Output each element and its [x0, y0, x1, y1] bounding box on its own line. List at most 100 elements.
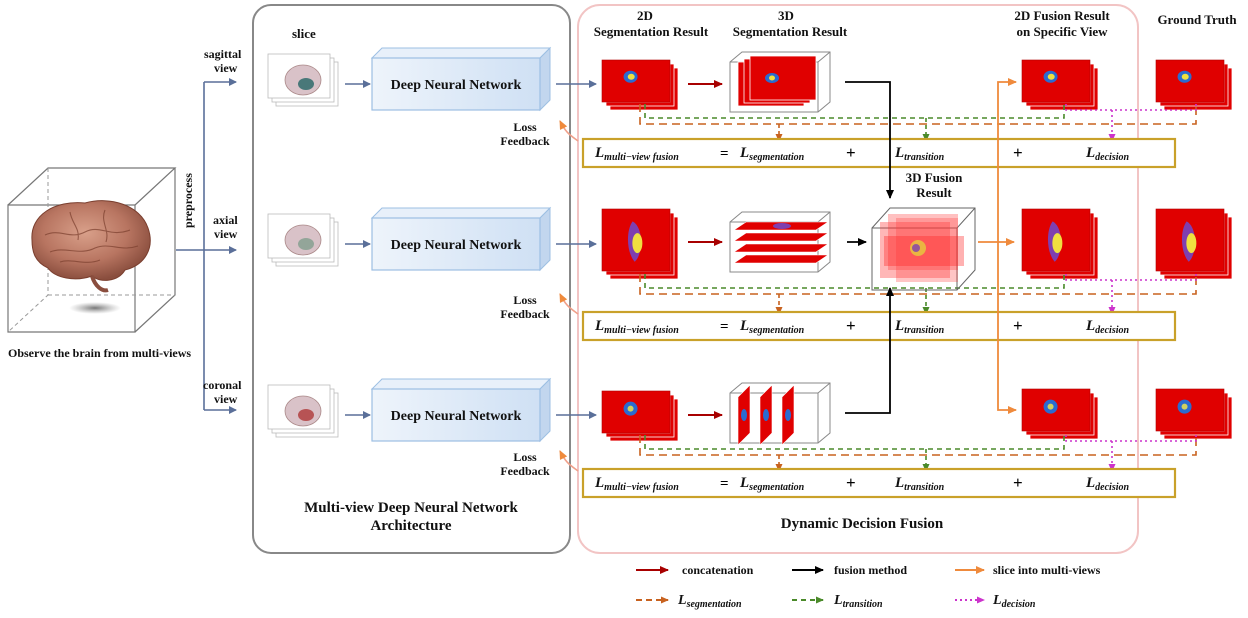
brain-shadow: [69, 302, 121, 314]
legend-fusion: fusion method: [834, 563, 907, 577]
brain-caption: Observe the brain from multi-views: [8, 346, 191, 360]
slice-thumbnail-axial: [267, 213, 339, 267]
loss-equation-sagittal: Lmulti−view fusion = Lsegmentation + Ltransi…: [581, 137, 1177, 169]
view-label-coronal-2: view: [214, 392, 238, 406]
eq-equals-coronal: =: [720, 476, 729, 492]
fusion2d-stack-axial: [1021, 208, 1099, 280]
loss-feedback-arrow-axial: [559, 293, 579, 315]
loss-lines-coronal: [639, 435, 1197, 472]
slice-thumbnail-coronal: [267, 384, 339, 438]
view-label-coronal: coronal: [203, 378, 242, 392]
legend-slice: slice into multi-views: [993, 563, 1101, 577]
eq-plus1-coronal: +: [846, 473, 856, 492]
architecture-panel: [252, 4, 571, 554]
ground-truth-stack-sagittal: [1155, 59, 1233, 111]
fusion3d-label-1: 3D Fusion: [906, 170, 963, 185]
eq-seg-sagittal: Lsegmentation: [739, 145, 805, 163]
loss-feedback-label-sagittal: Loss: [513, 120, 537, 134]
view-label-axial-2: view: [214, 227, 238, 241]
eq-plus2-axial: +: [1013, 316, 1023, 335]
loss-equation-box-sagittal: [581, 137, 1177, 169]
fusion2d-stack-sagittal: [1021, 59, 1099, 111]
architecture-title-2: Architecture: [370, 518, 451, 534]
hdr-fusion-2: on Specific View: [1017, 24, 1109, 39]
slice-arrows: [978, 78, 1017, 414]
eq-plus1-sagittal: +: [846, 143, 856, 162]
pipeline-rows: Deep Neural NetworkLossFeedbackLmulti−vi…: [267, 46, 1233, 499]
seg2d-stack-axial: [601, 208, 679, 280]
loss-equation-box-coronal: [581, 467, 1177, 499]
view-label-sagittal-2: view: [214, 61, 238, 75]
preprocess-branch: [176, 78, 237, 414]
ground-truth-stack-coronal: [1155, 388, 1233, 440]
eq-plus1-axial: +: [846, 316, 856, 335]
legend: concatenation fusion method slice into m…: [636, 563, 1101, 610]
brain-cube: [7, 167, 177, 333]
eq-lhs-coronal: Lmulti−view fusion: [594, 475, 679, 493]
eq-lhs-sagittal: Lmulti−view fusion: [594, 145, 679, 163]
fusion3d-label-2: Result: [916, 185, 952, 200]
loss-feedback-label2-coronal: Feedback: [500, 464, 550, 478]
eq-equals-sagittal: =: [720, 146, 729, 162]
loss-equation-coronal: Lmulti−view fusion = Lsegmentation + Ltransi…: [581, 467, 1177, 499]
ground-truth-stack-axial: [1155, 208, 1233, 280]
fusion-panel: [577, 4, 1139, 554]
eq-seg-axial: Lsegmentation: [739, 318, 805, 336]
slice-thumbnail-sagittal: [267, 53, 339, 107]
dnn-label-sagittal: Deep Neural Network: [391, 78, 522, 93]
seg3d-cube-axial: [729, 211, 831, 273]
dnn-label-coronal: Deep Neural Network: [391, 409, 522, 424]
seg2d-stack-sagittal: [601, 59, 679, 111]
loss-lines-sagittal: [639, 104, 1197, 142]
eq-plus2-coronal: +: [1013, 473, 1023, 492]
eq-dec-axial: Ldecision: [1085, 318, 1129, 336]
loss-feedback-arrow-sagittal: [559, 120, 579, 142]
hdr-2d-1: 2D: [637, 8, 653, 23]
eq-dec-coronal: Ldecision: [1085, 475, 1129, 493]
dnn-block-sagittal: [370, 46, 552, 112]
slice-label: slice: [292, 26, 316, 41]
loss-feedback-arrow-coronal: [559, 450, 579, 472]
loss-feedback-label-axial: Loss: [513, 293, 537, 307]
eq-dec-sagittal: Ldecision: [1085, 145, 1129, 163]
seg3d-cube-coronal: [729, 382, 831, 446]
eq-trans-sagittal: Ltransition: [894, 145, 945, 163]
legend-concat: concatenation: [682, 563, 754, 577]
eq-equals-axial: =: [720, 319, 729, 335]
eq-trans-coronal: Ltransition: [894, 475, 945, 493]
fusion3d-cube: [871, 207, 976, 291]
view-label-axial: axial: [213, 213, 238, 227]
view-label-sagittal: sagittal: [204, 47, 242, 61]
legend-seg-L: Lsegmentation: [677, 593, 742, 610]
loss-feedback-label2-axial: Feedback: [500, 307, 550, 321]
legend-dec-L: Ldecision: [992, 593, 1036, 610]
hdr-ground-truth: Ground Truth: [1157, 12, 1237, 27]
loss-lines-axial: [639, 274, 1197, 315]
fusion-method-arrows: [845, 81, 894, 414]
loss-feedback-label-coronal: Loss: [513, 450, 537, 464]
preprocess-label: preprocess: [181, 173, 195, 228]
eq-plus2-sagittal: +: [1013, 143, 1023, 162]
dnn-block-coronal: [370, 377, 552, 443]
hdr-fusion-1: 2D Fusion Result: [1014, 8, 1110, 23]
eq-seg-coronal: Lsegmentation: [739, 475, 805, 493]
architecture-title-1: Multi-view Deep Neural Network: [304, 500, 518, 516]
hdr-2d-2: Segmentation Result: [594, 24, 709, 39]
hdr-3d-2: Segmentation Result: [733, 24, 848, 39]
eq-lhs-axial: Lmulti−view fusion: [594, 318, 679, 336]
loss-equation-box-axial: [581, 310, 1177, 342]
seg3d-cube-sagittal: [729, 51, 831, 113]
eq-trans-axial: Ltransition: [894, 318, 945, 336]
fusion-title: Dynamic Decision Fusion: [781, 516, 944, 532]
loss-feedback-label2-sagittal: Feedback: [500, 134, 550, 148]
loss-equation-axial: Lmulti−view fusion = Lsegmentation + Ltransi…: [581, 310, 1177, 342]
dnn-label-axial: Deep Neural Network: [391, 238, 522, 253]
fusion2d-stack-coronal: [1021, 388, 1099, 440]
legend-trans-L: Ltransition: [833, 593, 883, 610]
brain-icon: [31, 200, 151, 293]
hdr-3d-1: 3D: [778, 8, 794, 23]
dnn-block-axial: [370, 206, 552, 272]
seg2d-stack-coronal: [601, 390, 679, 442]
